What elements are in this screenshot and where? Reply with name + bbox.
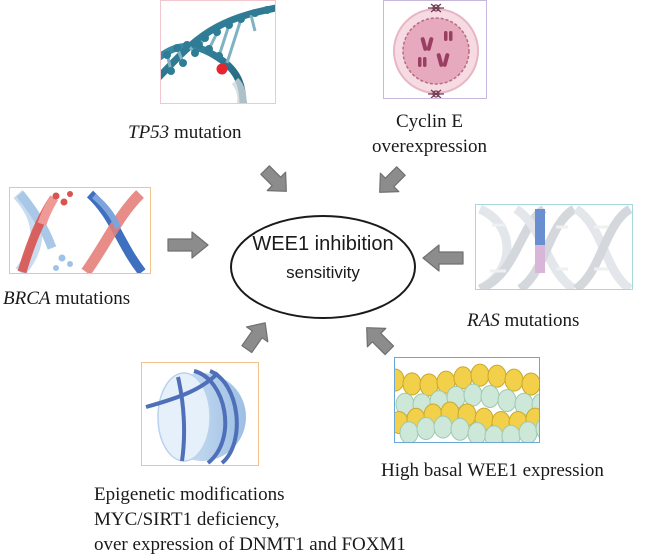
protein-beads-icon — [395, 363, 539, 442]
cell-nucleus-chromosome-icon — [393, 3, 479, 98]
bead — [433, 415, 453, 439]
bead — [467, 422, 487, 442]
bead — [399, 421, 419, 442]
bead — [484, 425, 504, 442]
epi-label-1: Epigenetic modifications — [94, 484, 285, 505]
tp53-rest: mutation — [169, 122, 242, 143]
tp53-panel — [160, 0, 276, 104]
dna-break-icon — [13, 189, 146, 273]
ras-rest: mutations — [499, 310, 580, 331]
cyclin-label-1: Cyclin E — [396, 111, 464, 132]
center-subtitle: sensitivity — [286, 263, 360, 282]
bead — [395, 368, 405, 392]
brca-panel — [9, 187, 151, 274]
wee1-label: High basal WEE1 expression — [381, 460, 604, 481]
nucleosome-icon — [145, 369, 246, 465]
bead — [501, 424, 521, 442]
dna-strand-icon — [477, 205, 632, 289]
ras-gene: RAS — [467, 310, 500, 331]
bead — [521, 372, 539, 396]
arrow-tp53 — [260, 165, 287, 192]
epi-label-3: over expression of DNMT1 and FOXM1 — [94, 534, 406, 555]
ras-panel — [475, 204, 633, 290]
epi-label-2: MYC/SIRT1 deficiency, — [94, 509, 280, 530]
tp53-gene: TP53 — [128, 122, 170, 143]
cyclin-panel — [383, 0, 487, 99]
brca-rest: mutations — [50, 288, 131, 309]
bead — [402, 372, 422, 396]
bead — [504, 368, 524, 392]
bead — [497, 389, 517, 413]
bead — [463, 383, 483, 407]
ras-label: RAS mutations — [467, 309, 579, 333]
center-ellipse — [230, 215, 416, 319]
bead — [450, 417, 470, 441]
bead — [470, 363, 490, 387]
dna-helix-mutation-icon — [161, 4, 275, 103]
arrow-ras — [422, 244, 464, 272]
arrow-brca — [167, 231, 209, 259]
tp53-label: TP53 mutation — [128, 121, 242, 145]
bead — [518, 421, 538, 442]
arrow-cyclin — [379, 166, 406, 193]
bead — [487, 364, 507, 388]
arrow-wee1 — [366, 327, 395, 356]
brca-gene: BRCA — [3, 288, 51, 309]
cyclin-label-2: overexpression — [372, 136, 488, 157]
bead — [535, 419, 539, 438]
bead — [416, 417, 436, 441]
center-title: WEE1 inhibition — [252, 233, 394, 255]
arrow-epi — [241, 322, 269, 354]
brca-label: BRCA mutations — [3, 287, 130, 311]
epi-panel — [141, 362, 259, 466]
bead — [480, 384, 500, 408]
wee1-panel — [394, 357, 540, 443]
